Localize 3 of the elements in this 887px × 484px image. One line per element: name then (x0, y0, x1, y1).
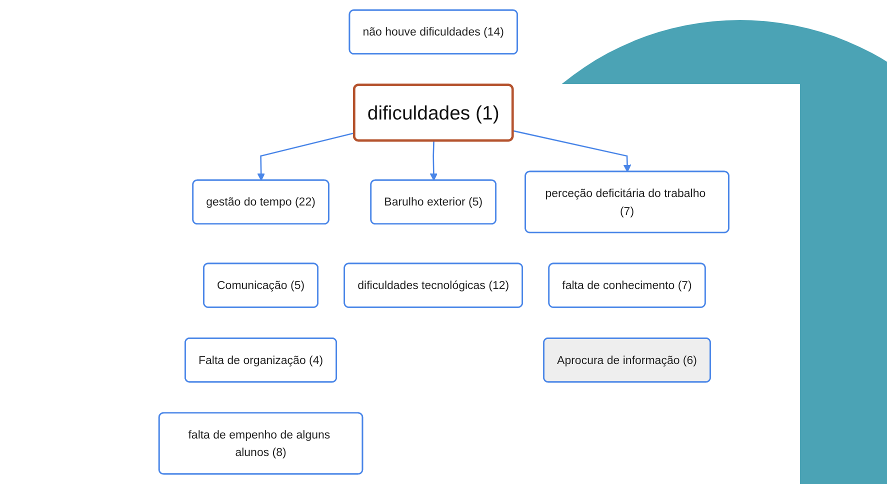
arrow (512, 130, 631, 172)
arrow (429, 140, 438, 181)
arrow (256, 132, 354, 181)
